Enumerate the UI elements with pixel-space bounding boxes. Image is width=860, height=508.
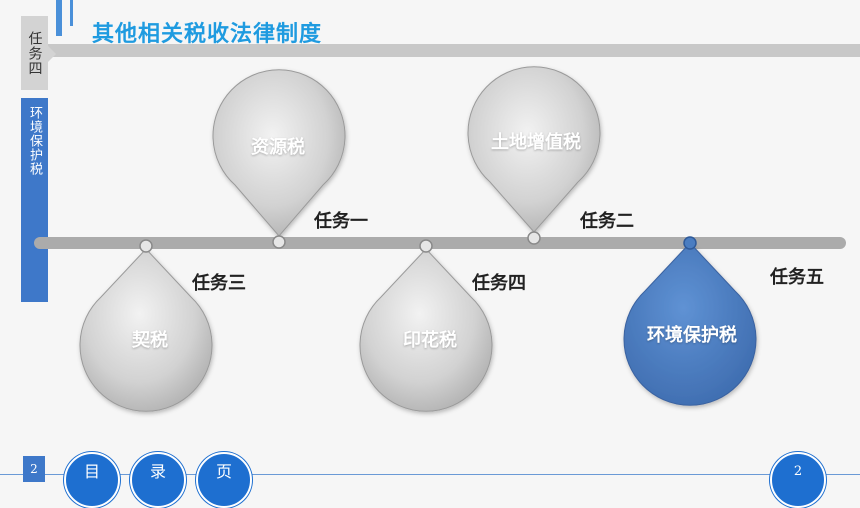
drop-land-tax xyxy=(467,66,601,233)
task-label-2: 任务二 xyxy=(580,211,634,232)
timeline-node xyxy=(272,235,286,249)
header-accent-bar-thin xyxy=(70,0,73,26)
nav-button-ye[interactable]: 页 xyxy=(196,452,252,508)
page-number: 2 xyxy=(23,456,45,482)
drop-stamp-tax xyxy=(359,248,493,412)
task-label-1: 任务一 xyxy=(314,211,368,232)
page-number-badge: 2 xyxy=(770,452,826,508)
drop-label-deed-tax[interactable]: 契税 xyxy=(132,330,168,351)
task-label-3: 任务三 xyxy=(192,273,246,294)
sidebar-topic-tab[interactable]: 环境保护税 xyxy=(21,98,48,302)
timeline-node xyxy=(419,239,433,253)
nav-button-mu[interactable]: 目 xyxy=(64,452,120,508)
drop-env-tax xyxy=(623,242,757,406)
nav-button-lu[interactable]: 录 xyxy=(130,452,186,508)
timeline-node xyxy=(139,239,153,253)
sidebar-topic-label: 环境保护税 xyxy=(27,106,42,176)
timeline-graphic xyxy=(34,66,846,412)
drop-deed-tax xyxy=(79,248,213,412)
sidebar-task-label: 任务四 xyxy=(26,30,43,76)
sidebar-task-tab[interactable]: 任务四 xyxy=(21,16,56,90)
drop-label-stamp-tax[interactable]: 印花税 xyxy=(403,330,457,351)
task-label-4: 任务四 xyxy=(472,273,526,294)
header-accent-bar xyxy=(56,0,62,36)
timeline-node xyxy=(527,231,541,245)
drop-label-env-tax[interactable]: 环境保护税 xyxy=(647,325,737,346)
footer-divider xyxy=(0,474,860,475)
drop-label-resource-tax[interactable]: 资源税 xyxy=(251,137,305,158)
drop-label-land-tax[interactable]: 土地增值税 xyxy=(491,132,581,153)
page-title: 其他相关税收法律制度 xyxy=(92,22,323,47)
header-divider xyxy=(48,44,860,57)
drop-resource-tax xyxy=(212,69,346,237)
sidebar-arrow xyxy=(48,46,56,62)
timeline-node-active xyxy=(683,236,697,250)
task-label-5: 任务五 xyxy=(770,267,824,288)
